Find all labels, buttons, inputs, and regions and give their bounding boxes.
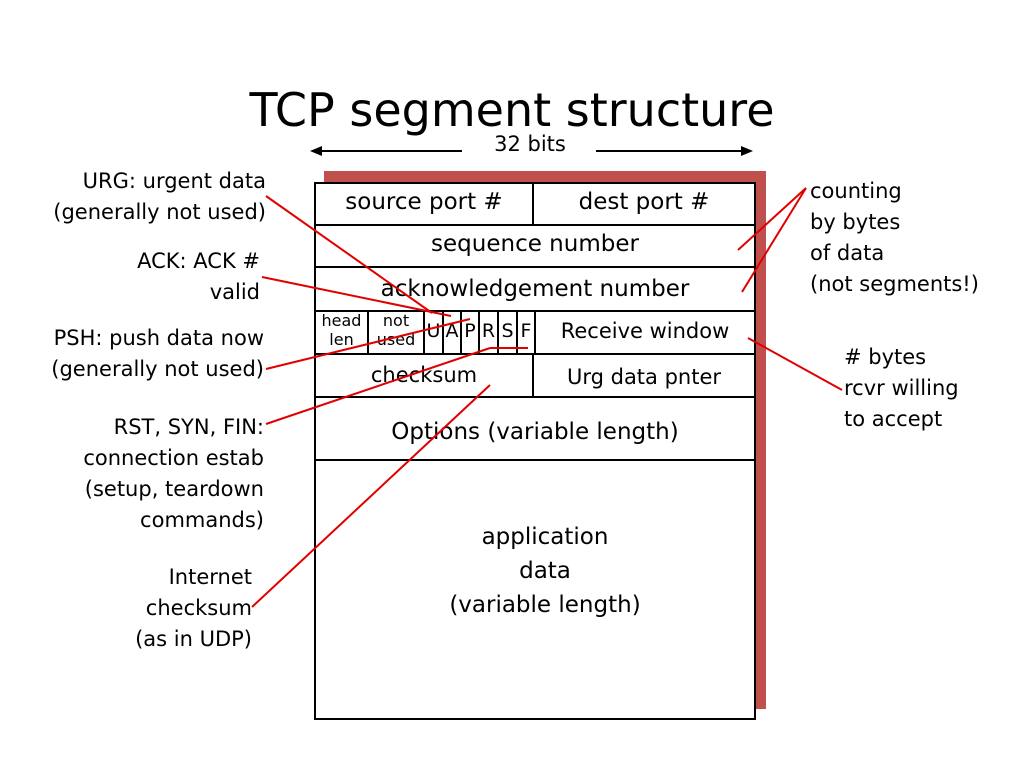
column-divider	[532, 182, 534, 225]
callout-ack	[261, 276, 452, 317]
application-data-field: application data (variable length)	[316, 520, 774, 622]
annotation-line: # bytes	[844, 345, 927, 369]
rst-syn-fin-annotation: RST, SYN, FIN: connection estab (setup, …	[10, 412, 264, 536]
annotation-line: to accept	[844, 407, 943, 431]
annotation-line: checksum	[145, 596, 252, 620]
annotation-line: URG: urgent data	[82, 169, 266, 193]
acknowledgement-number-field: acknowledgement number	[380, 276, 690, 302]
annotation-line: (as in UDP)	[135, 627, 252, 651]
sequence-number-field: sequence number	[431, 231, 639, 257]
annotation-line: (not segments!)	[810, 272, 979, 296]
receive-window-field: Receive window	[560, 319, 730, 343]
bits-label: 32 bits	[494, 132, 566, 156]
bytes-rcvr-annotation: # bytes rcvr willing to accept	[844, 342, 1014, 435]
flag-ack: A	[445, 320, 459, 342]
annotation-line: valid	[209, 280, 260, 304]
application-data-line: data	[519, 558, 571, 584]
flag-psh: P	[464, 320, 476, 342]
column-divider	[423, 310, 425, 354]
column-divider	[534, 310, 536, 354]
callout-counting-ack	[741, 187, 807, 293]
callout-counting-seq	[737, 187, 807, 251]
annotation-line: commands)	[140, 508, 264, 532]
column-divider	[460, 310, 462, 354]
column-divider	[478, 310, 480, 354]
counting-annotation: counting by bytes of data (not segments!…	[810, 176, 1010, 300]
callout-psh	[265, 318, 471, 370]
flag-urg: U	[426, 320, 441, 342]
head-len-line: head	[321, 311, 362, 330]
annotation-line: connection estab	[83, 446, 264, 470]
ack-annotation: ACK: ACK # valid	[10, 246, 260, 308]
annotation-line: rcvr willing	[844, 376, 959, 400]
column-divider	[367, 310, 369, 354]
column-divider	[516, 310, 518, 354]
row-divider	[314, 459, 756, 461]
application-data-line: application	[481, 524, 609, 550]
annotation-line: by bytes	[810, 210, 901, 234]
callout-rst-syn-fin	[265, 347, 491, 425]
callout-urg	[265, 195, 433, 314]
segment-box	[314, 182, 756, 720]
page-title: TCP segment structure	[249, 83, 775, 137]
head-len-line: len	[329, 330, 354, 349]
row-divider	[314, 353, 756, 355]
column-divider	[532, 353, 534, 397]
head-len-field: head len	[316, 311, 367, 349]
flag-syn: S	[501, 320, 514, 342]
annotation-line: RST, SYN, FIN:	[113, 415, 264, 439]
not-used-field: not used	[369, 311, 423, 349]
psh-annotation: PSH: push data now (generally not used)	[10, 323, 264, 385]
row-divider	[314, 266, 756, 268]
annotation-line: Internet	[168, 565, 252, 589]
column-divider	[497, 310, 499, 354]
dest-port-field: dest port #	[578, 189, 710, 215]
internet-checksum-annotation: Internet checksum (as in UDP)	[10, 562, 252, 655]
source-port-field: source port #	[345, 189, 503, 215]
urg-annotation: URG: urgent data (generally not used)	[10, 166, 266, 228]
annotation-line: ACK: ACK #	[137, 249, 260, 273]
annotation-line: (generally not used)	[53, 200, 266, 224]
annotation-line: counting	[810, 179, 902, 203]
flag-fin: F	[520, 320, 532, 342]
callout-receive-window	[747, 337, 843, 391]
column-divider	[442, 310, 444, 354]
row-divider	[314, 224, 756, 226]
annotation-line: of data	[810, 241, 885, 265]
annotation-line: (setup, teardown	[84, 477, 264, 501]
annotation-line: PSH: push data now	[53, 326, 264, 350]
not-used-line: not	[382, 311, 410, 330]
annotation-line: (generally not used)	[51, 357, 264, 381]
urg-data-pointer-field: Urg data pnter	[566, 365, 722, 389]
application-data-line: (variable length)	[449, 592, 641, 618]
row-divider	[314, 396, 756, 398]
callout-internet-checksum	[251, 384, 491, 608]
flag-rst: R	[481, 320, 496, 342]
